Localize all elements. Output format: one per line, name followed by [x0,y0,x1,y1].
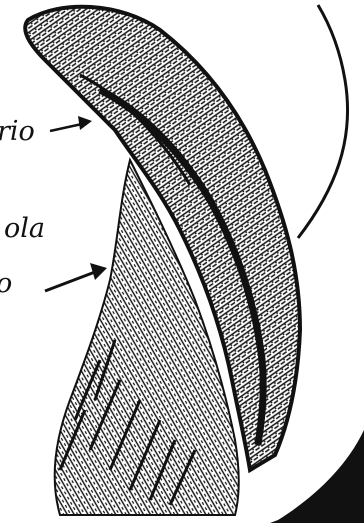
label-upper: rio [0,118,35,145]
capsule-outline-lower [270,430,364,523]
label-middle: ola [4,215,45,242]
label-lower: o [0,270,12,297]
arrow-lower [45,263,107,291]
capsule-outline [298,5,348,238]
arrow-upper [50,116,92,131]
